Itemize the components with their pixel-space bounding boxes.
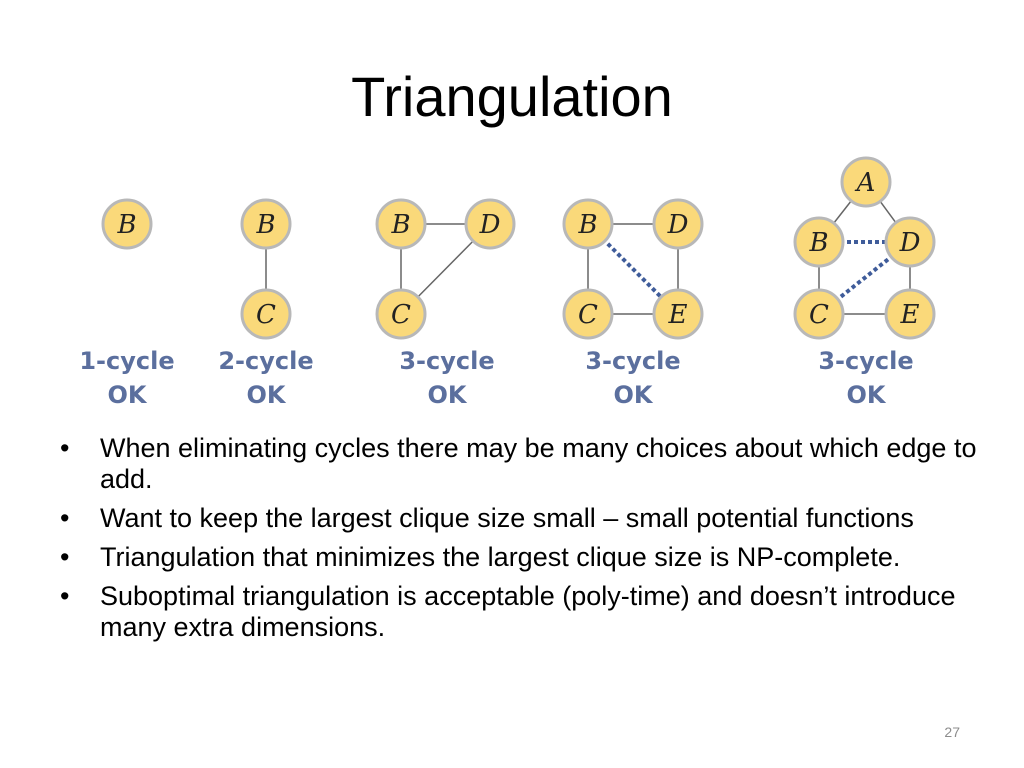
slide-title: Triangulation xyxy=(351,65,673,128)
node-D xyxy=(464,198,516,250)
node-B xyxy=(375,198,427,250)
node-label-E: E xyxy=(668,300,688,330)
node-label-B: B xyxy=(577,210,597,240)
bullet-item: • Want to keep the largest clique size s… xyxy=(58,503,978,534)
bullet-item: • When eliminating cycles there may be m… xyxy=(58,433,978,495)
bullet-marker: • xyxy=(60,581,70,611)
ok-caption: OK xyxy=(108,381,148,409)
node-C xyxy=(240,288,292,340)
node-D xyxy=(884,216,936,268)
node-C xyxy=(375,288,427,340)
cycle-caption: 3-cycle xyxy=(818,347,913,375)
added-edge-C-D xyxy=(817,240,912,316)
bullet-text: Triangulation that minimizes the largest… xyxy=(100,542,901,572)
bullet-text: Want to keep the largest clique size sma… xyxy=(100,503,914,533)
node-label-D: D xyxy=(899,228,921,258)
node-A xyxy=(840,156,892,208)
cycle-caption: 2-cycle xyxy=(218,347,313,375)
node-label-D: D xyxy=(667,210,689,240)
node-D xyxy=(652,198,704,250)
node-label-C: C xyxy=(256,300,276,330)
bullet-text: When eliminating cycles there may be man… xyxy=(100,433,977,494)
bullet-marker: • xyxy=(60,542,70,572)
ok-caption: OK xyxy=(247,381,287,409)
cycle-caption: 1-cycle xyxy=(79,347,174,375)
cycle-caption: 3-cycle xyxy=(399,347,494,375)
node-label-C: C xyxy=(809,300,829,330)
bullet-marker: • xyxy=(60,503,70,533)
node-label-B: B xyxy=(116,210,136,240)
node-label-D: D xyxy=(479,210,501,240)
node-label-B: B xyxy=(390,210,410,240)
node-C xyxy=(793,288,845,340)
node-label-B: B xyxy=(255,210,275,240)
node-label-C: C xyxy=(578,300,598,330)
node-label-C: C xyxy=(391,300,411,330)
ok-caption: OK xyxy=(847,381,887,409)
node-C xyxy=(562,288,614,340)
cycle-caption: 3-cycle xyxy=(585,347,680,375)
node-label-A: A xyxy=(855,168,876,198)
bullet-item: • Suboptimal triangulation is acceptable… xyxy=(58,581,978,643)
ok-caption: OK xyxy=(428,381,468,409)
node-B xyxy=(101,198,153,250)
bullet-text: Suboptimal triangulation is acceptable (… xyxy=(100,581,956,642)
node-label-B: B xyxy=(808,228,828,258)
node-E xyxy=(652,288,704,340)
page-number: 27 xyxy=(944,724,960,740)
node-B xyxy=(240,198,292,250)
node-B xyxy=(793,216,845,268)
node-E xyxy=(884,288,936,340)
bullet-marker: • xyxy=(60,433,70,463)
node-B xyxy=(562,198,614,250)
bullet-item: • Triangulation that minimizes the large… xyxy=(58,542,978,573)
bullet-list: • When eliminating cycles there may be m… xyxy=(58,433,978,651)
ok-caption: OK xyxy=(614,381,654,409)
node-label-E: E xyxy=(900,300,920,330)
